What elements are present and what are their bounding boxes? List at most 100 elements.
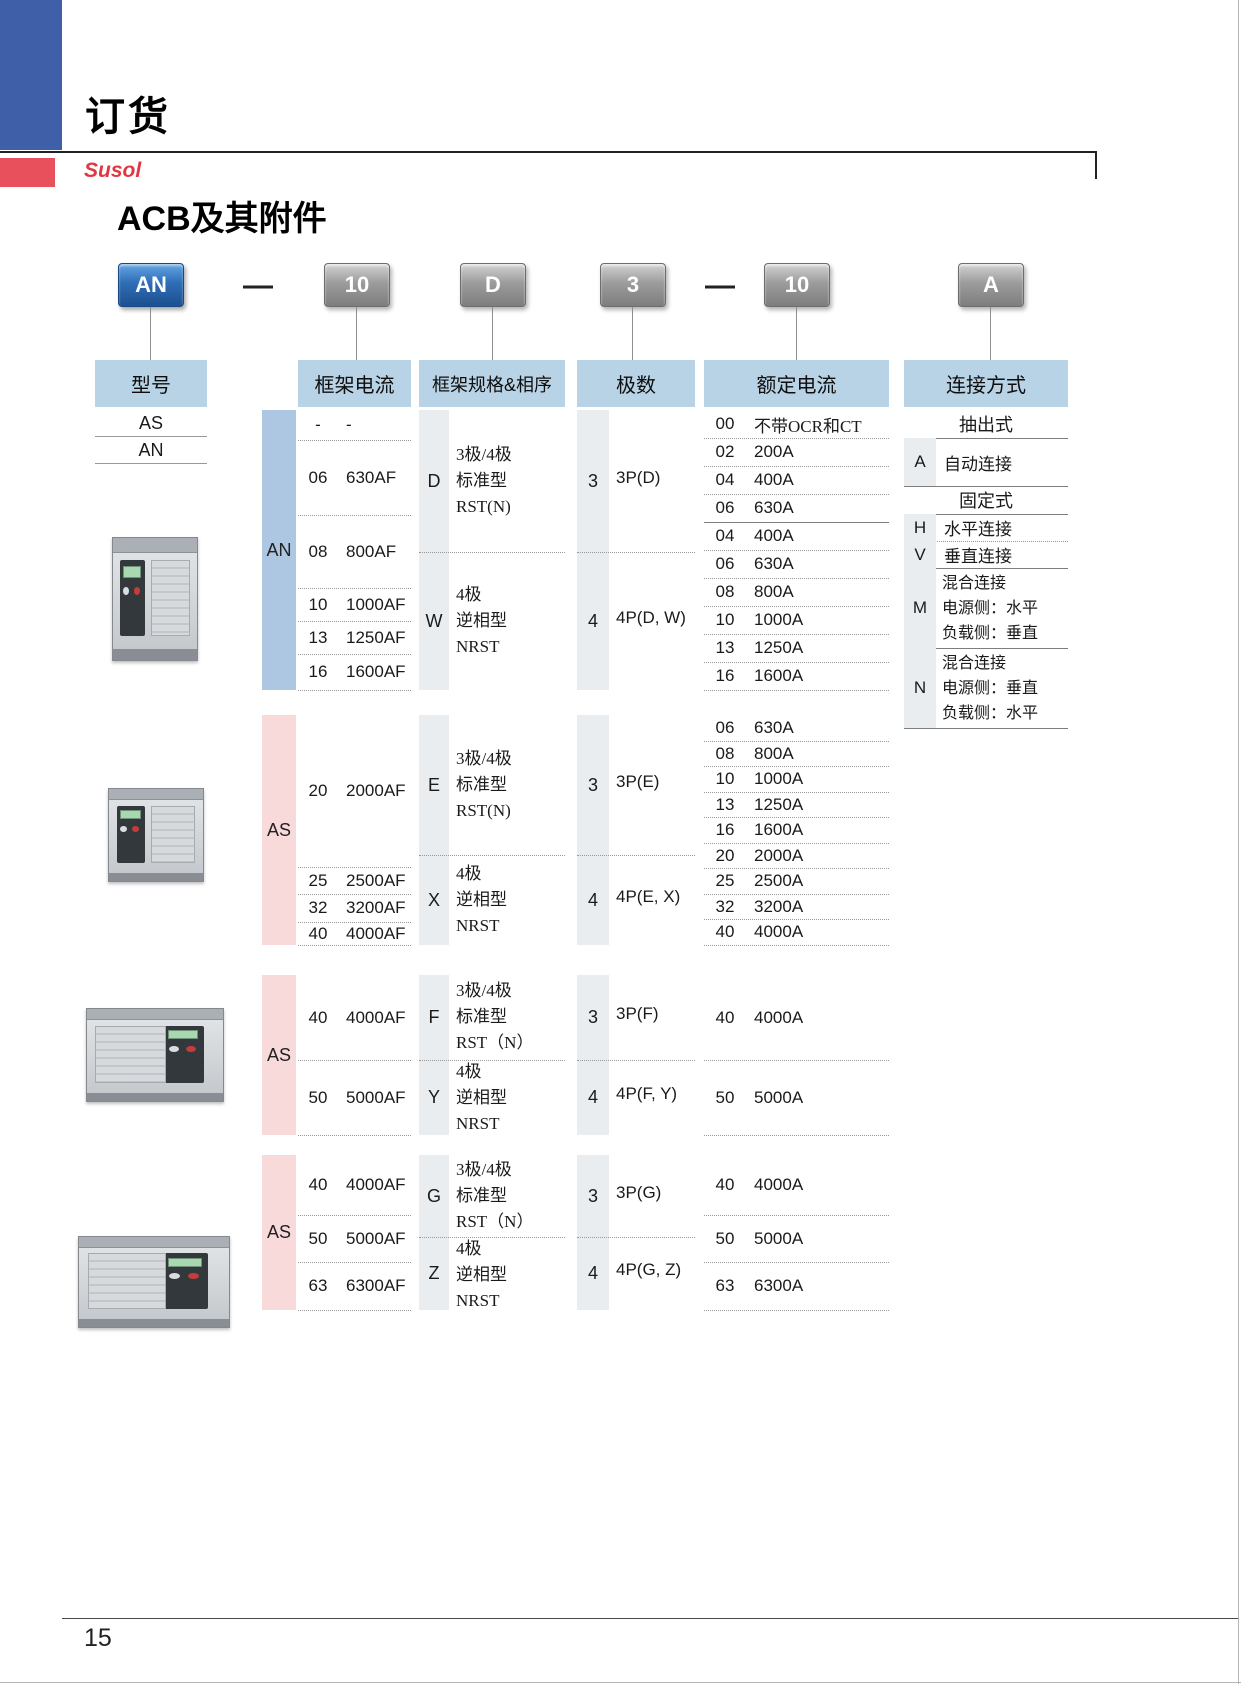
spec-line: 标准型 <box>456 1186 507 1205</box>
divider <box>704 606 889 607</box>
divider <box>298 894 411 895</box>
connection-code: M <box>904 568 936 648</box>
rated-current-row: 10 1000A <box>704 606 889 634</box>
rated-current-row: 06 630A <box>704 494 889 522</box>
poles-code: 3 <box>587 470 598 491</box>
rated-current-code: 20 <box>715 845 735 865</box>
rated-current-row: 32 3200A <box>704 894 889 919</box>
divider <box>704 766 889 767</box>
divider <box>419 1060 565 1061</box>
frame-current-code: 20 <box>308 781 328 800</box>
frame-current-value: 5000AF <box>346 1087 406 1107</box>
divider <box>1095 151 1097 179</box>
rated-current-code: 16 <box>715 820 735 839</box>
rated-current-row: 40 4000A <box>704 919 889 945</box>
frame-current-code: - <box>315 415 321 434</box>
divider <box>904 728 1068 729</box>
rated-current-value: 200A <box>754 442 794 461</box>
rated-current-value: 5000A <box>754 1087 804 1107</box>
spec-line: 3极/4极 <box>456 445 512 464</box>
divider <box>298 1310 411 1311</box>
rated-current-row: 63 6300A <box>704 1262 889 1310</box>
spec-line: 标准型 <box>456 1007 507 1026</box>
order-code-dash: — <box>705 269 735 302</box>
frame-current-value: 800AF <box>346 541 397 561</box>
poles-value: 3P(F) <box>616 1004 659 1023</box>
connection-drawout-header: 抽出式 <box>959 415 1013 435</box>
rated-current-code: 25 <box>715 871 735 890</box>
rated-current-value: 1000A <box>754 769 804 788</box>
connection-value: 混合连接 电源侧：垂直 负载侧：水平 <box>936 651 1038 726</box>
rated-current-code: 16 <box>715 666 735 685</box>
divider <box>0 151 1097 153</box>
rated-current-row: 50 5000A <box>704 1215 889 1262</box>
divider <box>577 855 695 856</box>
spec-line: 4极 <box>456 864 482 883</box>
rated-current-row: 16 1600A <box>704 662 889 690</box>
order-code-box-connection: A <box>958 263 1024 307</box>
frame-current-code: 13 <box>308 627 328 647</box>
page-border <box>0 1682 1241 1683</box>
rated-current-value: 630A <box>754 554 794 573</box>
spec-code: F <box>428 1007 440 1027</box>
poles-value: 4P(F, Y) <box>616 1084 678 1103</box>
divider <box>704 550 889 551</box>
spec-line: RST（N） <box>456 1212 534 1231</box>
frame-current-value: 4000AF <box>346 923 406 943</box>
rated-current-value: 1600A <box>754 666 804 685</box>
spec-line: NRST <box>456 1291 500 1310</box>
frame-current-value: - <box>346 415 352 434</box>
rated-current-code: 13 <box>715 794 735 814</box>
order-code-box-frame: 10 <box>324 263 390 307</box>
product-photo-as-2000 <box>108 788 204 882</box>
connection-value: 垂直连接 <box>944 547 1012 566</box>
poles-value: 4P(G, Z) <box>616 1260 682 1279</box>
frame-current-row: 20 2000AF <box>298 715 411 867</box>
connection-code: N <box>904 648 936 728</box>
rated-current-code: 02 <box>715 442 735 461</box>
poles-code: 4 <box>587 1263 598 1283</box>
connection-line: 混合连接 <box>942 654 1007 672</box>
frame-current-row: 16 1600AF <box>298 654 411 690</box>
divider <box>904 486 1068 487</box>
page-border <box>1238 0 1239 1684</box>
order-code-box-spec: D <box>460 263 526 307</box>
spec-description: 3极/4极 标准型 RST（N） <box>456 978 533 1056</box>
rated-current-value: 400A <box>754 470 794 489</box>
connection-line: 电源侧：垂直 <box>942 679 1039 697</box>
frame-current-value: 4000AF <box>346 1175 406 1194</box>
spec-code: W <box>425 610 443 631</box>
connection-row: V 垂直连接 <box>904 541 1068 568</box>
frame-current-value: 2500AF <box>346 870 406 890</box>
poles-number-strip <box>577 1155 609 1310</box>
rated-current-value: 4000A <box>754 922 804 941</box>
order-code-box-poles: 3 <box>600 263 666 307</box>
rated-current-code: 10 <box>715 610 735 629</box>
model-item-an: AN <box>138 439 164 460</box>
rated-current-row: 06 630A <box>704 715 889 741</box>
rated-current-row: 04 400A <box>704 466 889 494</box>
frame-current-row: 13 1250AF <box>298 621 411 654</box>
spec-code: E <box>427 774 440 795</box>
poles-value: 4P(E, X) <box>616 887 681 906</box>
divider <box>298 515 411 516</box>
connection-code: H <box>904 514 936 541</box>
rated-current-value: 630A <box>754 718 794 737</box>
spec-line: 逆相型 <box>456 1088 507 1107</box>
rated-current-code: 40 <box>715 922 735 941</box>
frame-current-row: 32 3200AF <box>298 894 411 922</box>
group-label-as3: AS <box>262 1155 296 1310</box>
frame-current-code: 06 <box>308 467 328 487</box>
connection-row: A 自动连接 <box>904 438 1068 486</box>
divider <box>298 1135 411 1136</box>
frame-current-row: 63 6300AF <box>298 1262 411 1310</box>
header-poles: 极数 <box>577 360 695 407</box>
spec-code: Y <box>427 1087 440 1107</box>
frame-current-row: 06 630AF <box>298 440 411 515</box>
poles-number-strip <box>577 715 609 945</box>
connection-code: V <box>904 541 936 568</box>
rated-current-row: 13 1250A <box>704 634 889 662</box>
connection-code: A <box>904 438 936 486</box>
divider <box>904 541 1068 542</box>
frame-current-row: 40 4000AF <box>298 922 411 945</box>
